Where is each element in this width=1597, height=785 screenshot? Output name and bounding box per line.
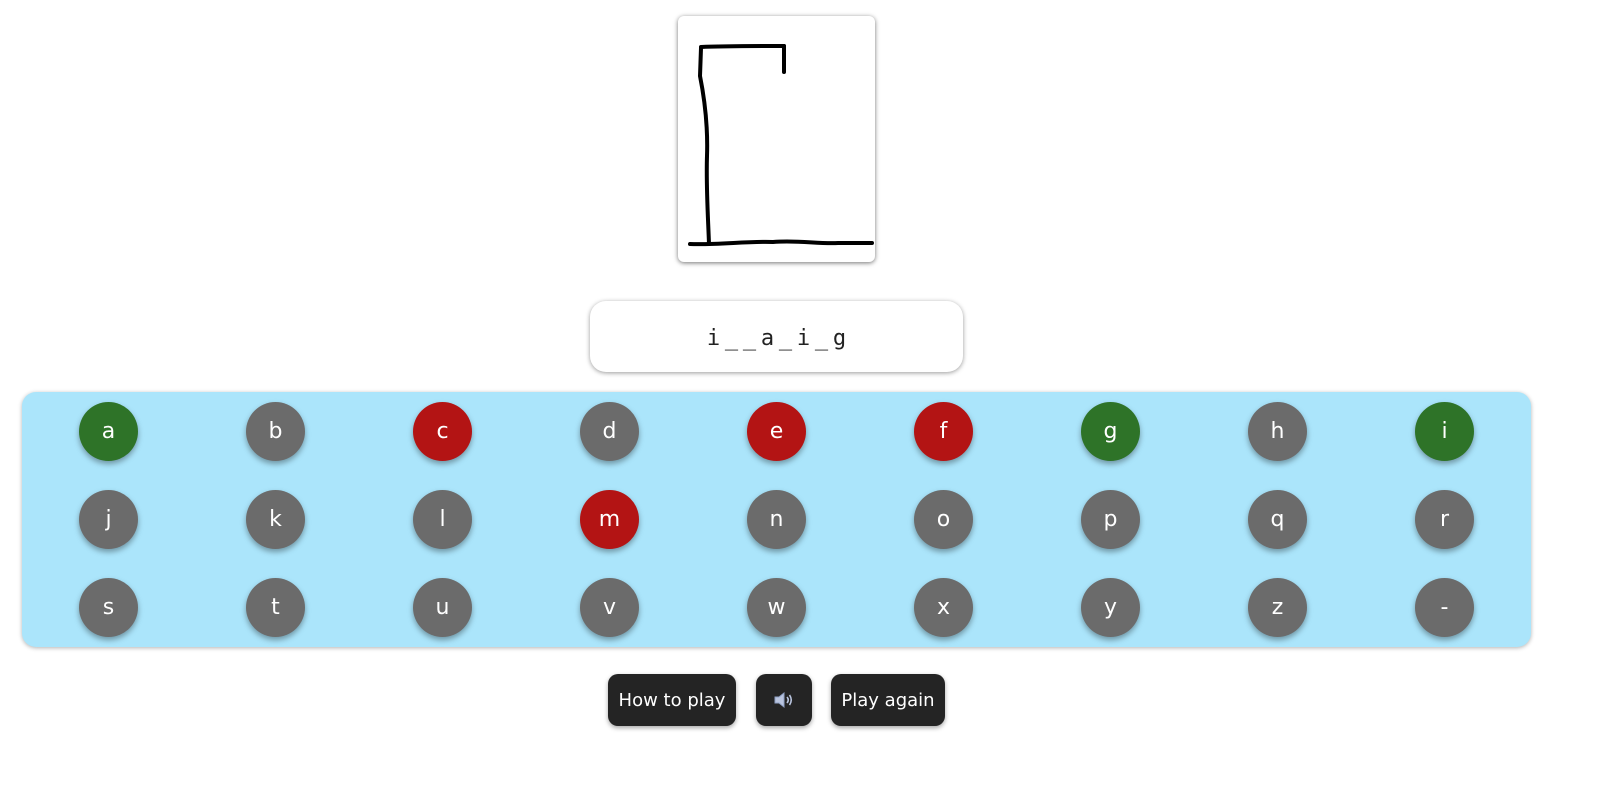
- letter-key-g[interactable]: g: [1081, 402, 1140, 461]
- word-slot: i: [796, 326, 811, 351]
- speaker-icon: [774, 691, 793, 709]
- letter-key-y[interactable]: y: [1081, 578, 1140, 637]
- letter-key-n[interactable]: n: [747, 490, 806, 549]
- letter-key-j[interactable]: j: [79, 490, 138, 549]
- letter-key-w[interactable]: w: [747, 578, 806, 637]
- letter-key-v[interactable]: v: [580, 578, 639, 637]
- word-slot: g: [832, 326, 847, 351]
- play-again-button[interactable]: Play again: [831, 674, 945, 726]
- word-display: i__a_i_g: [590, 301, 963, 372]
- letter-key-q[interactable]: q: [1248, 490, 1307, 549]
- word-slot: _: [724, 326, 739, 351]
- gallows-pole: [697, 46, 711, 246]
- letter-key-k[interactable]: k: [246, 490, 305, 549]
- play-again-label: Play again: [841, 689, 935, 711]
- letter-key-x[interactable]: x: [914, 578, 973, 637]
- letter-key-t[interactable]: t: [246, 578, 305, 637]
- letter-key-p[interactable]: p: [1081, 490, 1140, 549]
- letter-key-l[interactable]: l: [413, 490, 472, 549]
- word-slot: _: [778, 326, 793, 351]
- letter-key-d[interactable]: d: [580, 402, 639, 461]
- letter-key-hyphen[interactable]: -: [1415, 578, 1474, 637]
- sound-toggle-button[interactable]: [756, 674, 812, 726]
- letter-key-e[interactable]: e: [747, 402, 806, 461]
- word-slot: i: [706, 326, 721, 351]
- letter-key-m[interactable]: m: [580, 490, 639, 549]
- gallows-canvas: [678, 16, 875, 262]
- letter-key-o[interactable]: o: [914, 490, 973, 549]
- letter-keyboard: a b c d e f g h i j k l m n o p q r s t u v w x y z -: [22, 392, 1531, 647]
- word-slot: _: [742, 326, 757, 351]
- letter-key-s[interactable]: s: [79, 578, 138, 637]
- how-to-play-button[interactable]: How to play: [608, 674, 736, 726]
- letter-key-i[interactable]: i: [1415, 402, 1474, 461]
- letter-key-r[interactable]: r: [1415, 490, 1474, 549]
- how-to-play-label: How to play: [618, 689, 726, 711]
- gallows-drawing: [688, 44, 874, 247]
- word-letters: i__a_i_g: [706, 322, 847, 351]
- letter-key-u[interactable]: u: [413, 578, 472, 637]
- letter-key-b[interactable]: b: [246, 402, 305, 461]
- letter-key-z[interactable]: z: [1248, 578, 1307, 637]
- letter-key-h[interactable]: h: [1248, 402, 1307, 461]
- word-slot: _: [814, 326, 829, 351]
- gallows-beam: [699, 44, 786, 49]
- letter-key-a[interactable]: a: [79, 402, 138, 461]
- word-slot: a: [760, 326, 775, 351]
- letter-key-f[interactable]: f: [914, 402, 973, 461]
- letter-key-c[interactable]: c: [413, 402, 472, 461]
- gallows-base: [688, 239, 874, 247]
